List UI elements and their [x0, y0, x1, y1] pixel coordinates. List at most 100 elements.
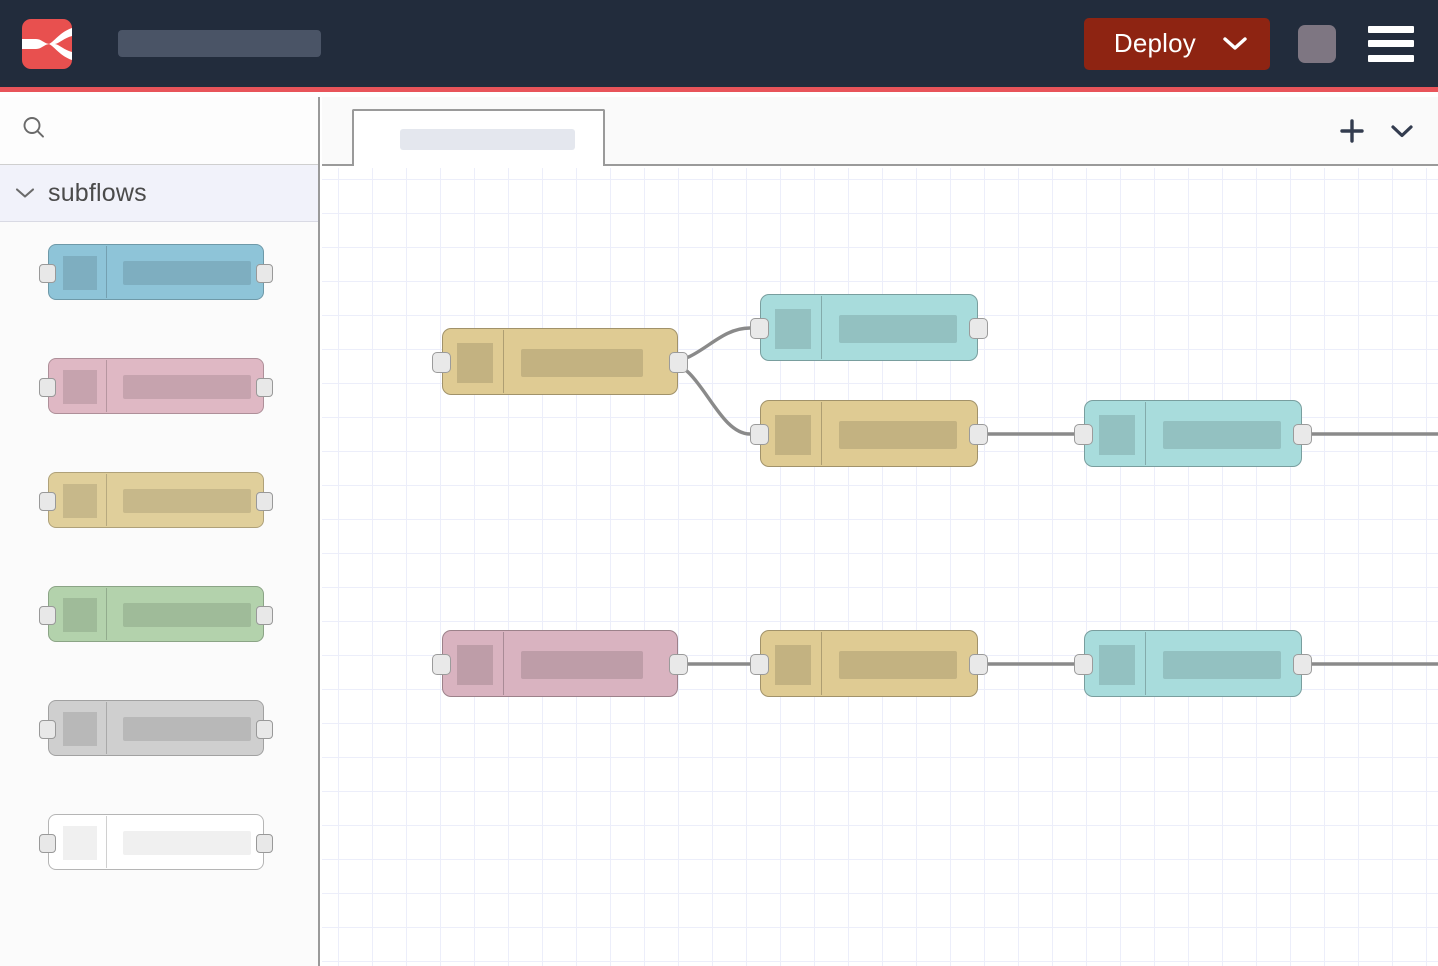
- palette-search-bar[interactable]: [0, 97, 318, 165]
- node-icon: [457, 645, 493, 685]
- node-output-port[interactable]: [256, 834, 273, 853]
- node-input-port[interactable]: [39, 378, 56, 397]
- node-divider: [503, 632, 504, 695]
- node-input-port[interactable]: [750, 654, 769, 675]
- deploy-button[interactable]: Deploy: [1083, 17, 1270, 70]
- palette-node-tan[interactable]: [39, 472, 273, 528]
- node-label: [839, 421, 957, 449]
- sidebar-category-label: subflows: [48, 178, 147, 207]
- node-input-port[interactable]: [750, 424, 769, 445]
- hamburger-menu-icon[interactable]: [1368, 25, 1414, 62]
- palette-node-gray[interactable]: [39, 700, 273, 756]
- palette-node-green[interactable]: [39, 586, 273, 642]
- sidebar-category-subflows[interactable]: subflows: [0, 165, 318, 222]
- node-icon: [457, 343, 493, 383]
- search-icon: [20, 114, 48, 147]
- node-label: [1163, 421, 1281, 449]
- flow-canvas[interactable]: [322, 168, 1438, 966]
- tab-flow-active[interactable]: [352, 109, 605, 166]
- node-label: [123, 261, 251, 285]
- node-icon: [63, 712, 97, 746]
- deploy-button-label: Deploy: [1113, 28, 1196, 58]
- flow-node-cyan-2[interactable]: [1074, 400, 1312, 467]
- palette-node-white[interactable]: [39, 814, 273, 870]
- node-icon: [63, 484, 97, 518]
- node-icon: [63, 256, 97, 290]
- node-label: [521, 651, 643, 679]
- flow-node-cyan-3[interactable]: [1074, 630, 1312, 697]
- palette-sidebar: subflows: [0, 97, 320, 966]
- node-icon: [63, 598, 97, 632]
- tab-label: [400, 129, 575, 150]
- node-divider: [106, 702, 107, 754]
- node-input-port[interactable]: [1074, 424, 1093, 445]
- palette-node-blue[interactable]: [39, 244, 273, 300]
- node-icon: [1099, 415, 1135, 455]
- node-output-port[interactable]: [969, 654, 988, 675]
- palette-node-pink[interactable]: [39, 358, 273, 414]
- plus-icon[interactable]: [1338, 117, 1366, 145]
- flow-node-cyan-1[interactable]: [750, 294, 988, 361]
- node-output-port[interactable]: [256, 378, 273, 397]
- chevron-down-icon: [14, 186, 42, 200]
- node-input-port[interactable]: [39, 606, 56, 625]
- node-input-port[interactable]: [1074, 654, 1093, 675]
- node-divider: [106, 816, 107, 868]
- node-divider: [821, 296, 822, 359]
- node-input-port[interactable]: [39, 264, 56, 283]
- node-input-port[interactable]: [39, 720, 56, 739]
- flow-node-pink-1[interactable]: [432, 630, 688, 697]
- flow-node-tan-2[interactable]: [750, 400, 988, 467]
- node-input-port[interactable]: [750, 318, 769, 339]
- node-divider: [503, 330, 504, 393]
- node-output-port[interactable]: [256, 720, 273, 739]
- node-divider: [1145, 632, 1146, 695]
- node-label: [521, 349, 643, 377]
- node-output-port[interactable]: [969, 318, 988, 339]
- flow-node-tan-3[interactable]: [750, 630, 988, 697]
- palette-node-list: [0, 222, 318, 870]
- node-output-port[interactable]: [969, 424, 988, 445]
- avatar[interactable]: [1298, 24, 1336, 63]
- flow-node-tan-1[interactable]: [432, 328, 688, 395]
- node-output-port[interactable]: [669, 654, 688, 675]
- node-output-port[interactable]: [256, 264, 273, 283]
- node-label: [123, 603, 251, 627]
- node-input-port[interactable]: [432, 654, 451, 675]
- node-icon: [775, 645, 811, 685]
- header-search-field[interactable]: [118, 30, 321, 57]
- node-label: [123, 489, 251, 513]
- node-output-port[interactable]: [256, 492, 273, 511]
- hamburger-bar: [1368, 54, 1414, 62]
- node-red-logo-icon[interactable]: [22, 18, 72, 69]
- node-divider: [106, 246, 107, 298]
- node-output-port[interactable]: [256, 606, 273, 625]
- app-header: Deploy: [0, 0, 1438, 92]
- node-input-port[interactable]: [39, 492, 56, 511]
- chevron-down-icon[interactable]: [1388, 121, 1416, 141]
- node-output-port[interactable]: [669, 352, 688, 373]
- search-input[interactable]: [58, 122, 288, 139]
- node-icon: [775, 415, 811, 455]
- node-output-port[interactable]: [1293, 654, 1312, 675]
- node-label: [839, 651, 957, 679]
- node-label: [123, 717, 251, 741]
- node-input-port[interactable]: [432, 352, 451, 373]
- node-icon: [63, 826, 97, 860]
- hamburger-bar: [1368, 40, 1414, 47]
- node-icon: [1099, 645, 1135, 685]
- node-divider: [1145, 402, 1146, 465]
- node-divider: [106, 474, 107, 526]
- node-label: [1163, 651, 1281, 679]
- flow-tab-bar: [322, 97, 1438, 166]
- header-actions: Deploy: [1083, 17, 1438, 70]
- node-icon: [63, 370, 97, 404]
- hamburger-bar: [1368, 25, 1414, 33]
- chevron-down-icon: [1222, 36, 1248, 52]
- node-input-port[interactable]: [39, 834, 56, 853]
- node-icon: [775, 309, 811, 349]
- tab-bar-actions: [1338, 97, 1416, 164]
- node-output-port[interactable]: [1293, 424, 1312, 445]
- node-divider: [821, 632, 822, 695]
